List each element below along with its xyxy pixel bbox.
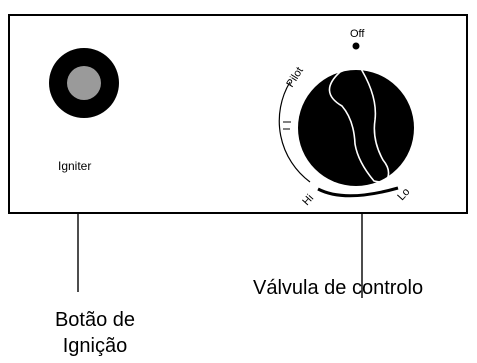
control-valve-caption: Válvula de controlo — [253, 277, 424, 299]
knob-grip-outline — [328, 62, 390, 184]
valve-mark-hi: Hi — [300, 192, 316, 208]
igniter-label: Igniter — [58, 159, 92, 173]
valve-mark-off: Off — [350, 28, 365, 40]
control-panel — [8, 14, 468, 214]
valve-range-arc — [317, 186, 399, 198]
ignition-button-caption: Botão de Ignição — [54, 309, 136, 357]
igniter-button-center[interactable] — [67, 66, 101, 100]
off-indicator-dot — [352, 42, 360, 50]
control-valve-knob[interactable] — [298, 70, 414, 186]
valve-scale-arc — [278, 81, 311, 183]
valve-mark-pilot: Pilot — [284, 65, 306, 90]
